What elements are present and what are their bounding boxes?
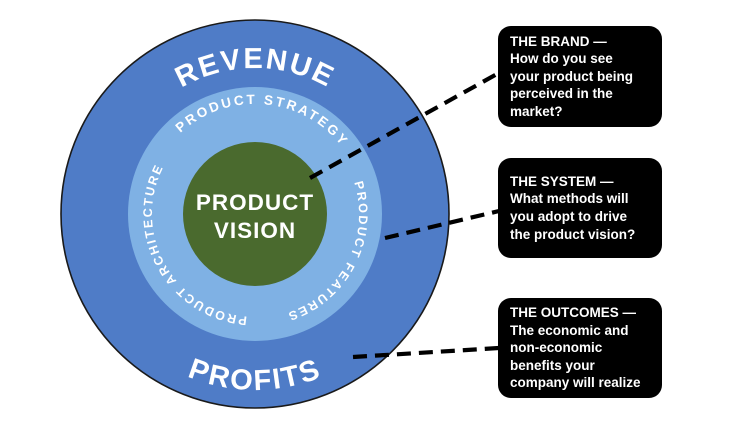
callout-brand-text: How do you see [510, 51, 613, 67]
callout-outcomes-text: non-economic [510, 340, 603, 356]
callout-brand-text: perceived in the [510, 86, 613, 102]
product-vision-label-line1: PRODUCT [196, 190, 314, 215]
callout-system-text: What methods will [510, 191, 629, 207]
callout-brand-text: market? [510, 103, 563, 119]
callout-system-text: you adopt to drive [510, 209, 628, 224]
connector-line-brand [308, 72, 499, 180]
callout-outcomes-text: company will realize [510, 375, 641, 391]
inner-vision-circle [183, 142, 327, 286]
connector-line-system [384, 208, 500, 241]
callout-outcomes: THE OUTCOMES — The economic and non-econ… [498, 298, 662, 398]
callout-outcomes-text: The economic and [510, 322, 629, 338]
callout-system: THE SYSTEM — What methods will you adopt… [498, 158, 662, 258]
callout-system-title: THE SYSTEM — [510, 173, 614, 189]
product-vision-label-line2: VISION [214, 218, 296, 243]
callout-brand: THE BRAND — How do you see your product … [498, 26, 662, 127]
callout-system-text: the product vision? [510, 226, 636, 242]
callout-brand-text: your product being [510, 68, 633, 84]
callout-outcomes-text: benefits your [510, 357, 595, 373]
callout-brand-title: THE BRAND — [510, 33, 607, 49]
callout-outcomes-title: THE OUTCOMES — [510, 305, 637, 321]
connector-line-outcomes [352, 345, 500, 360]
